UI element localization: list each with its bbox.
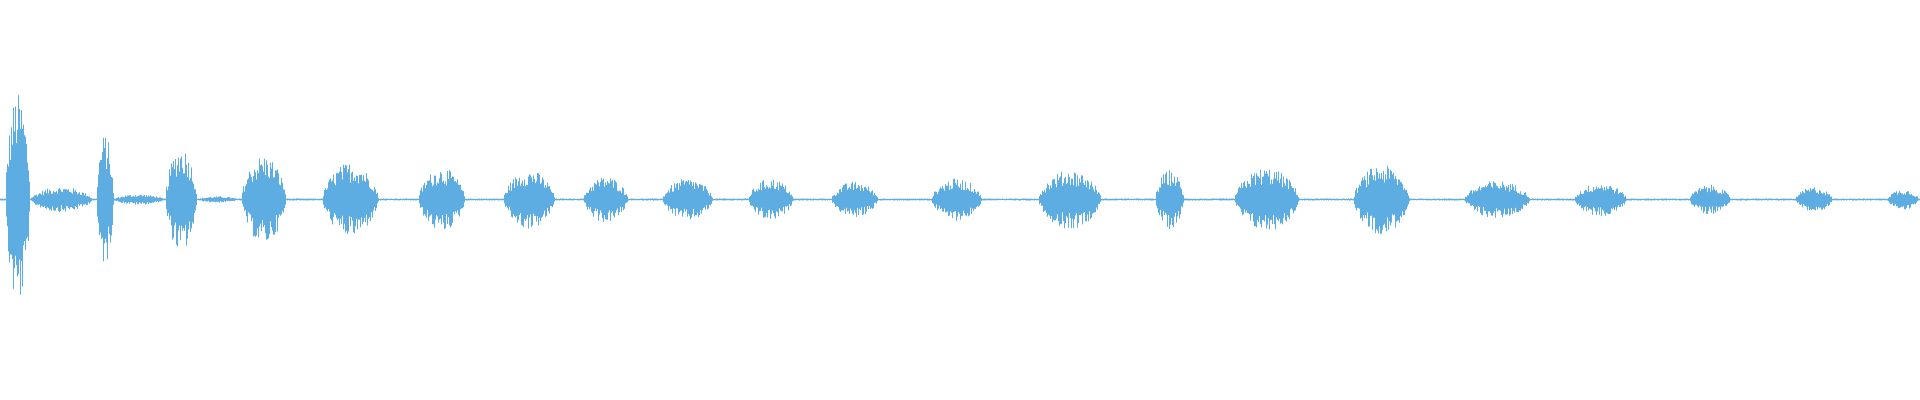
- waveform-samples: [0, 95, 1920, 295]
- waveform-trace: [0, 95, 1920, 295]
